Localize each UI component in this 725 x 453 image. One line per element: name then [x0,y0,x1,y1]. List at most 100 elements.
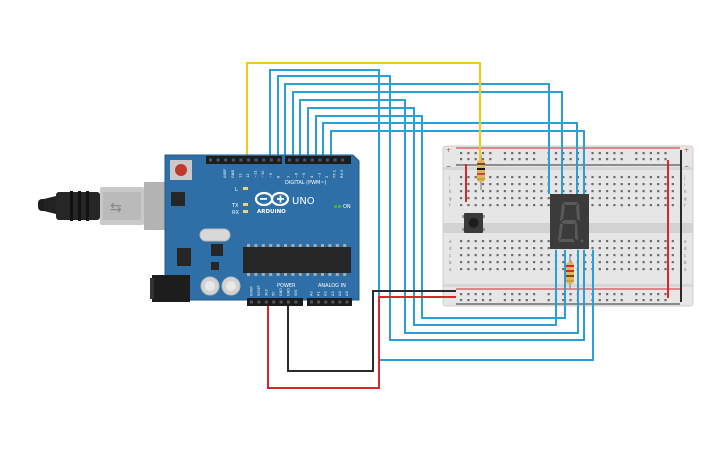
rail-hole[interactable] [481,152,485,155]
rail-hole[interactable] [481,293,485,296]
breadboard-hole[interactable] [547,197,550,200]
breadboard-hole[interactable] [635,176,638,179]
breadboard-hole[interactable] [664,268,667,271]
header-pin[interactable] [294,300,298,304]
rail-hole[interactable] [467,158,470,161]
breadboard-hole[interactable] [496,254,499,257]
breadboard-hole[interactable] [671,240,674,243]
breadboard-hole[interactable] [627,261,631,264]
breadboard-hole[interactable] [635,254,638,257]
breadboard-hole[interactable] [540,190,543,193]
breadboard-hole[interactable] [540,268,543,271]
breadboard-hole[interactable] [481,268,485,271]
breadboard-hole[interactable] [613,197,616,200]
breadboard-hole[interactable] [598,190,601,193]
breadboard-hole[interactable] [540,204,543,207]
breadboard-hole[interactable] [606,240,609,243]
rail-hole[interactable] [489,152,492,155]
usb-cable[interactable]: ⇆ [38,182,168,230]
rail-hole[interactable] [511,299,514,302]
rail-hole[interactable] [657,299,660,302]
breadboard-hole[interactable] [496,268,499,271]
breadboard-hole[interactable] [503,240,506,243]
breadboard-hole[interactable] [627,197,631,200]
rail-hole[interactable] [620,152,623,155]
rail-hole[interactable] [547,293,550,296]
breadboard-hole[interactable] [518,268,521,271]
rail-hole[interactable] [481,299,485,302]
breadboard-hole[interactable] [525,176,528,179]
breadboard-hole[interactable] [496,176,499,179]
breadboard-hole[interactable] [481,261,485,264]
header-pin[interactable] [318,158,322,162]
rail-hole[interactable] [649,152,652,155]
breadboard-hole[interactable] [598,247,601,250]
breadboard-hole[interactable] [474,190,477,193]
breadboard-hole[interactable] [642,268,645,271]
signal-wires[interactable] [269,69,594,361]
breadboard-hole[interactable] [649,268,652,271]
breadboard-hole[interactable] [460,261,463,264]
header-pin[interactable] [295,158,299,162]
header-pin[interactable] [224,158,228,162]
breadboard-hole[interactable] [503,261,506,264]
breadboard-hole[interactable] [598,254,601,257]
breadboard-hole[interactable] [642,254,645,257]
breadboard-hole[interactable] [657,240,660,243]
rail-hole[interactable] [460,299,463,302]
breadboard-hole[interactable] [511,183,514,186]
rail-hole[interactable] [474,158,477,161]
breadboard-hole[interactable] [511,190,514,193]
rail-hole[interactable] [554,152,558,155]
breadboard-hole[interactable] [481,247,485,250]
breadboard-hole[interactable] [518,240,521,243]
breadboard-hole[interactable] [627,183,631,186]
breadboard-hole[interactable] [533,190,536,193]
breadboard-hole[interactable] [467,197,470,200]
breadboard-hole[interactable] [584,176,587,179]
breadboard-hole[interactable] [547,268,550,271]
breadboard-hole[interactable] [503,183,506,186]
breadboard-hole[interactable] [496,240,499,243]
breadboard-hole[interactable] [489,204,492,207]
breadboard-hole[interactable] [620,240,623,243]
breadboard-hole[interactable] [467,176,470,179]
breadboard-hole[interactable] [511,204,514,207]
breadboard-hole[interactable] [489,190,492,193]
breadboard-hole[interactable] [591,240,594,243]
breadboard-hole[interactable] [671,197,674,200]
breadboard-hole[interactable] [460,268,463,271]
breadboard-hole[interactable] [620,197,623,200]
breadboard-hole[interactable] [481,190,485,193]
breadboard-hole[interactable] [489,176,492,179]
rail-hole[interactable] [613,152,616,155]
header-pin[interactable] [269,158,273,162]
breadboard-hole[interactable] [664,183,667,186]
breadboard-hole[interactable] [584,254,587,257]
breadboard-hole[interactable] [613,190,616,193]
rail-hole[interactable] [642,158,645,161]
breadboard-hole[interactable] [460,204,463,207]
wire-red-5v[interactable] [267,296,456,389]
breadboard-hole[interactable] [489,254,492,257]
breadboard-hole[interactable] [613,204,616,207]
breadboard-hole[interactable] [511,261,514,264]
breadboard-hole[interactable] [657,254,660,257]
rail-hole[interactable] [657,158,660,161]
breadboard-hole[interactable] [503,197,506,200]
rail-hole[interactable] [460,293,463,296]
breadboard-hole[interactable] [584,261,587,264]
breadboard-hole[interactable] [467,240,470,243]
breadboard-hole[interactable] [481,204,485,207]
breadboard-hole[interactable] [584,268,587,271]
breadboard-hole[interactable] [481,254,485,257]
rail-hole[interactable] [503,158,506,161]
breadboard-hole[interactable] [671,190,674,193]
breadboard-hole[interactable] [489,268,492,271]
breadboard-hole[interactable] [467,254,470,257]
breadboard-hole[interactable] [620,268,623,271]
rail-hole[interactable] [489,158,492,161]
breadboard-hole[interactable] [554,176,558,179]
rail-hole[interactable] [533,152,536,155]
rail-hole[interactable] [518,152,521,155]
